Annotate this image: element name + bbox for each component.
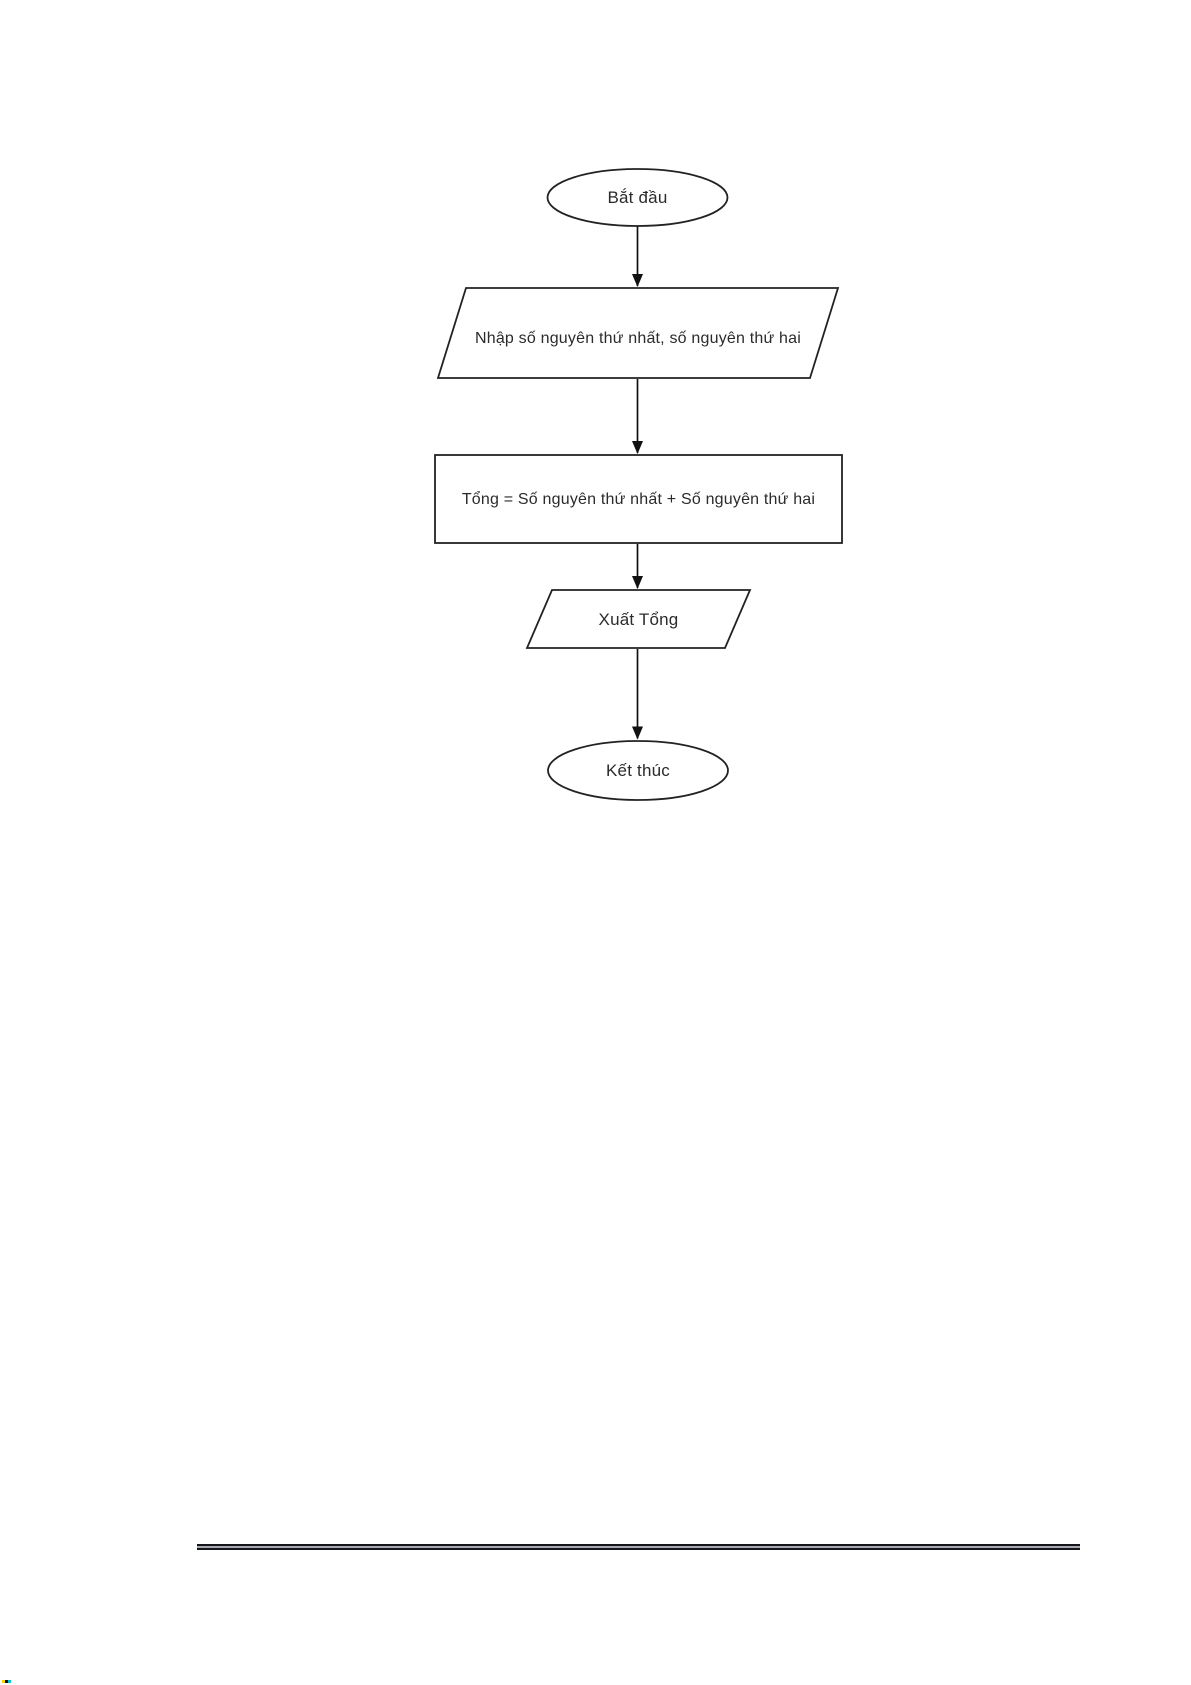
flowchart-node-end-label: Kết thúc — [606, 761, 670, 780]
flowchart-node-input — [436, 287, 840, 379]
corner-scan-artifact — [2, 1680, 11, 1683]
flowchart-node-output-label: Xuất Tổng — [599, 610, 679, 629]
flowchart-node-end — [547, 740, 729, 801]
flowchart-node-output — [525, 589, 752, 649]
flowchart-node-process — [434, 454, 843, 544]
flowchart-node-process-label: Tổng = Số nguyên thứ nhất + Số nguyên th… — [462, 490, 815, 508]
flowchart-node-start-label: Bắt đầu — [607, 188, 667, 207]
flowchart-node-input-label: Nhập số nguyên thứ nhất, số nguyên thứ h… — [475, 330, 801, 347]
artifact-pixel-black — [5, 1680, 8, 1683]
artifact-pixel-cyan — [8, 1680, 11, 1683]
flowchart-node-start — [546, 168, 729, 227]
artifact-pixel-yellow — [2, 1680, 5, 1683]
footer-divider-line — [197, 1544, 1080, 1550]
